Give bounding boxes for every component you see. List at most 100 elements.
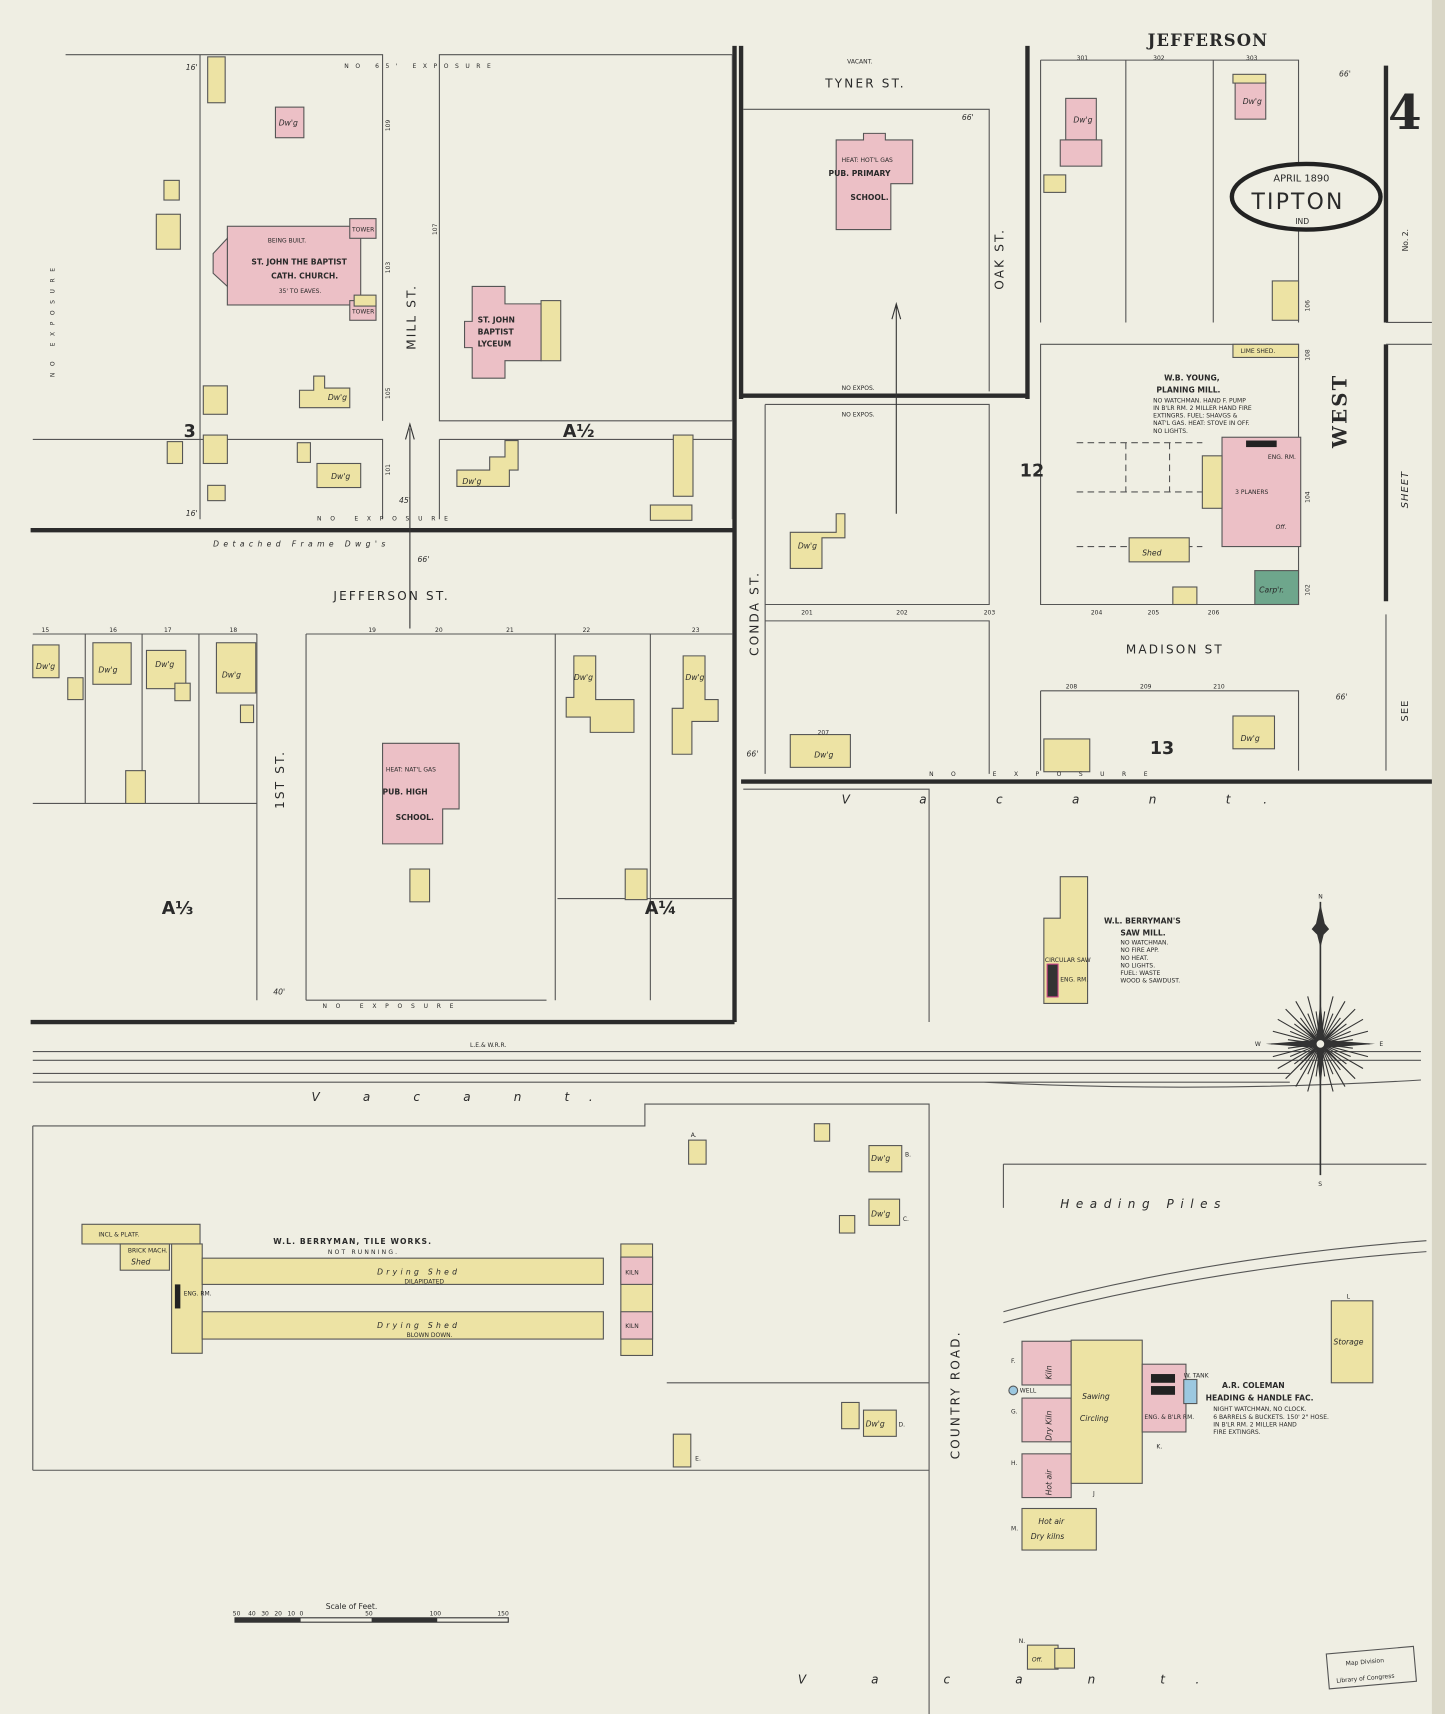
lot-number: 303 (1246, 55, 1258, 62)
svg-text:NO WATCHMAN. HAND F. PUMP: NO WATCHMAN. HAND F. PUMP (1153, 397, 1246, 404)
lot-number: 18 (230, 627, 238, 634)
compass-s: S (1318, 1181, 1322, 1188)
dwelling-frame (298, 375, 351, 409)
lot-number: 204 (1091, 609, 1103, 616)
svg-text:BRICK MACH.: BRICK MACH. (128, 1248, 168, 1255)
dwelling-frame (92, 642, 132, 685)
frame-building (202, 385, 228, 415)
adjacent-sheet-number: No. 2. (1401, 229, 1410, 251)
block-number: 3 (184, 422, 196, 442)
svg-text:M.: M. (1011, 1525, 1018, 1532)
street-oak: OAK ST. (992, 228, 1006, 290)
house-number: 107 (432, 223, 439, 235)
street-width: 45' (399, 496, 411, 505)
church-name: ST. JOHN THE BAPTIST (251, 258, 347, 267)
kiln-h (1021, 1453, 1072, 1499)
svg-text:K.: K. (1156, 1443, 1162, 1450)
street-width: 40' (273, 988, 285, 997)
compass-rose: N S W E (1255, 894, 1384, 1188)
compass-ray (1319, 1043, 1341, 1071)
fire-limit-lines (30, 45, 1432, 1025)
kiln-g (1021, 1397, 1072, 1443)
primary-school-name: PUB. PRIMARY (829, 169, 891, 178)
svg-text:Storage: Storage (1334, 1338, 1364, 1347)
building-labels: Dw'g Dw'g Dw'g Dw'g Dw'g Dw'g Dw'g Dw'g … (36, 97, 1364, 1664)
lot-number: 17 (164, 627, 172, 634)
compass-ray (1320, 1018, 1364, 1045)
svg-text:A.: A. (691, 1132, 697, 1139)
lot-number: 208 (1066, 684, 1078, 691)
exposure-note: NO EXPOSURE (317, 515, 457, 522)
storage (1330, 1300, 1374, 1384)
svg-text:HEAT: NAT'L GAS: HEAT: NAT'L GAS (386, 767, 436, 774)
exposure-note: NO EXPOS. (842, 411, 875, 418)
lot-number: 15 (42, 627, 50, 634)
svg-text:F.: F. (1011, 1358, 1015, 1365)
vacant-note: V a c a n t. (312, 1090, 613, 1104)
svg-text:Carp'r.: Carp'r. (1259, 585, 1284, 594)
street-mill: MILL ST. (404, 284, 418, 350)
sawing-circling (1070, 1339, 1143, 1484)
compass-e: E (1379, 1041, 1383, 1048)
house-number: 109 (385, 120, 392, 132)
lime-shed (1232, 343, 1300, 358)
svg-text:NOT RUNNING.: NOT RUNNING. (328, 1249, 399, 1256)
dwelling-label: Dw'g (1241, 734, 1260, 743)
svg-text:NO WATCHMAN.: NO WATCHMAN. (1120, 939, 1168, 946)
dwelling-label: Dw'g (1073, 115, 1092, 124)
house-number: 101 (385, 464, 392, 476)
svg-text:G.: G. (1011, 1408, 1018, 1415)
lot-number: 207 (818, 730, 830, 737)
dwelling-frame (456, 439, 519, 487)
carpenter-shop (1254, 570, 1300, 606)
svg-text:FUEL: WASTE: FUEL: WASTE (1120, 970, 1160, 977)
dwelling-label: Dw'g (866, 1420, 885, 1429)
dwelling-label: Dw'g (871, 1210, 890, 1219)
street-madison: MADISON ST (1126, 643, 1224, 657)
street-width: 66' (418, 555, 430, 564)
svg-text:30: 30 (261, 1611, 269, 1618)
house-number: 104 (1304, 491, 1311, 503)
house-number: 102 (1304, 584, 1311, 596)
see-label: SEE (1400, 700, 1411, 722)
see-sheet-label: SHEET (1400, 471, 1411, 509)
block-number: A¼ (645, 899, 677, 919)
lot-number: 301 (1077, 55, 1089, 62)
svg-text:3 PLANERS: 3 PLANERS (1235, 489, 1268, 496)
compass-ray (1277, 1043, 1321, 1069)
lot-number: 210 (1213, 684, 1225, 691)
svg-text:Kiln: Kiln (1045, 1365, 1054, 1379)
compass-ray (1319, 1017, 1341, 1045)
title-cartouche: APRIL 1890 TIPTON IND (1229, 161, 1383, 232)
drying-shed-2 (201, 1311, 604, 1340)
map-state: IND (1295, 217, 1309, 226)
street-jefferson-top: JEFFERSON (1146, 31, 1268, 50)
frame-building (166, 441, 184, 465)
dwelling-frame (565, 655, 635, 733)
dwelling-brick (1065, 97, 1097, 141)
dwelling-label: Dw'g (279, 119, 298, 128)
kiln-f (1021, 1340, 1072, 1386)
north-arrow (404, 301, 902, 629)
compass-ray (1319, 1043, 1346, 1087)
block-numbers: 3 A½ 12 13 A⅓ A¼ (162, 422, 1174, 919)
svg-text:ENG. RM.: ENG. RM. (1060, 977, 1088, 984)
map-town: TIPTON (1251, 190, 1345, 215)
street-labels: JEFFERSON TYNER ST. VACANT. OAK ST. MILL… (50, 31, 1352, 1686)
high-school-name: PUB. HIGH (383, 788, 428, 797)
lot-number: 205 (1148, 609, 1160, 616)
svg-text:WOOD & SAWDUST.: WOOD & SAWDUST. (1120, 978, 1180, 985)
scale-title: Scale of Feet. (326, 1602, 378, 1611)
svg-text:Off.: Off. (1276, 524, 1287, 531)
street-first: 1ST ST. (273, 750, 287, 809)
fleur-de-lis-icon (1311, 904, 1330, 948)
planing-mill-name: PLANING MILL. (1156, 385, 1220, 394)
compass-ray (1299, 1043, 1321, 1071)
lot-number: 16 (109, 627, 117, 634)
vacant-note: V a c a n t. (798, 1672, 1230, 1686)
lot-number: 206 (1208, 609, 1220, 616)
drying-shed-label: Drying Shed (377, 1321, 460, 1330)
house-number: 105 (385, 387, 392, 399)
dwelling-label: Dw'g (98, 665, 117, 674)
street-width: 66' (1339, 70, 1351, 79)
